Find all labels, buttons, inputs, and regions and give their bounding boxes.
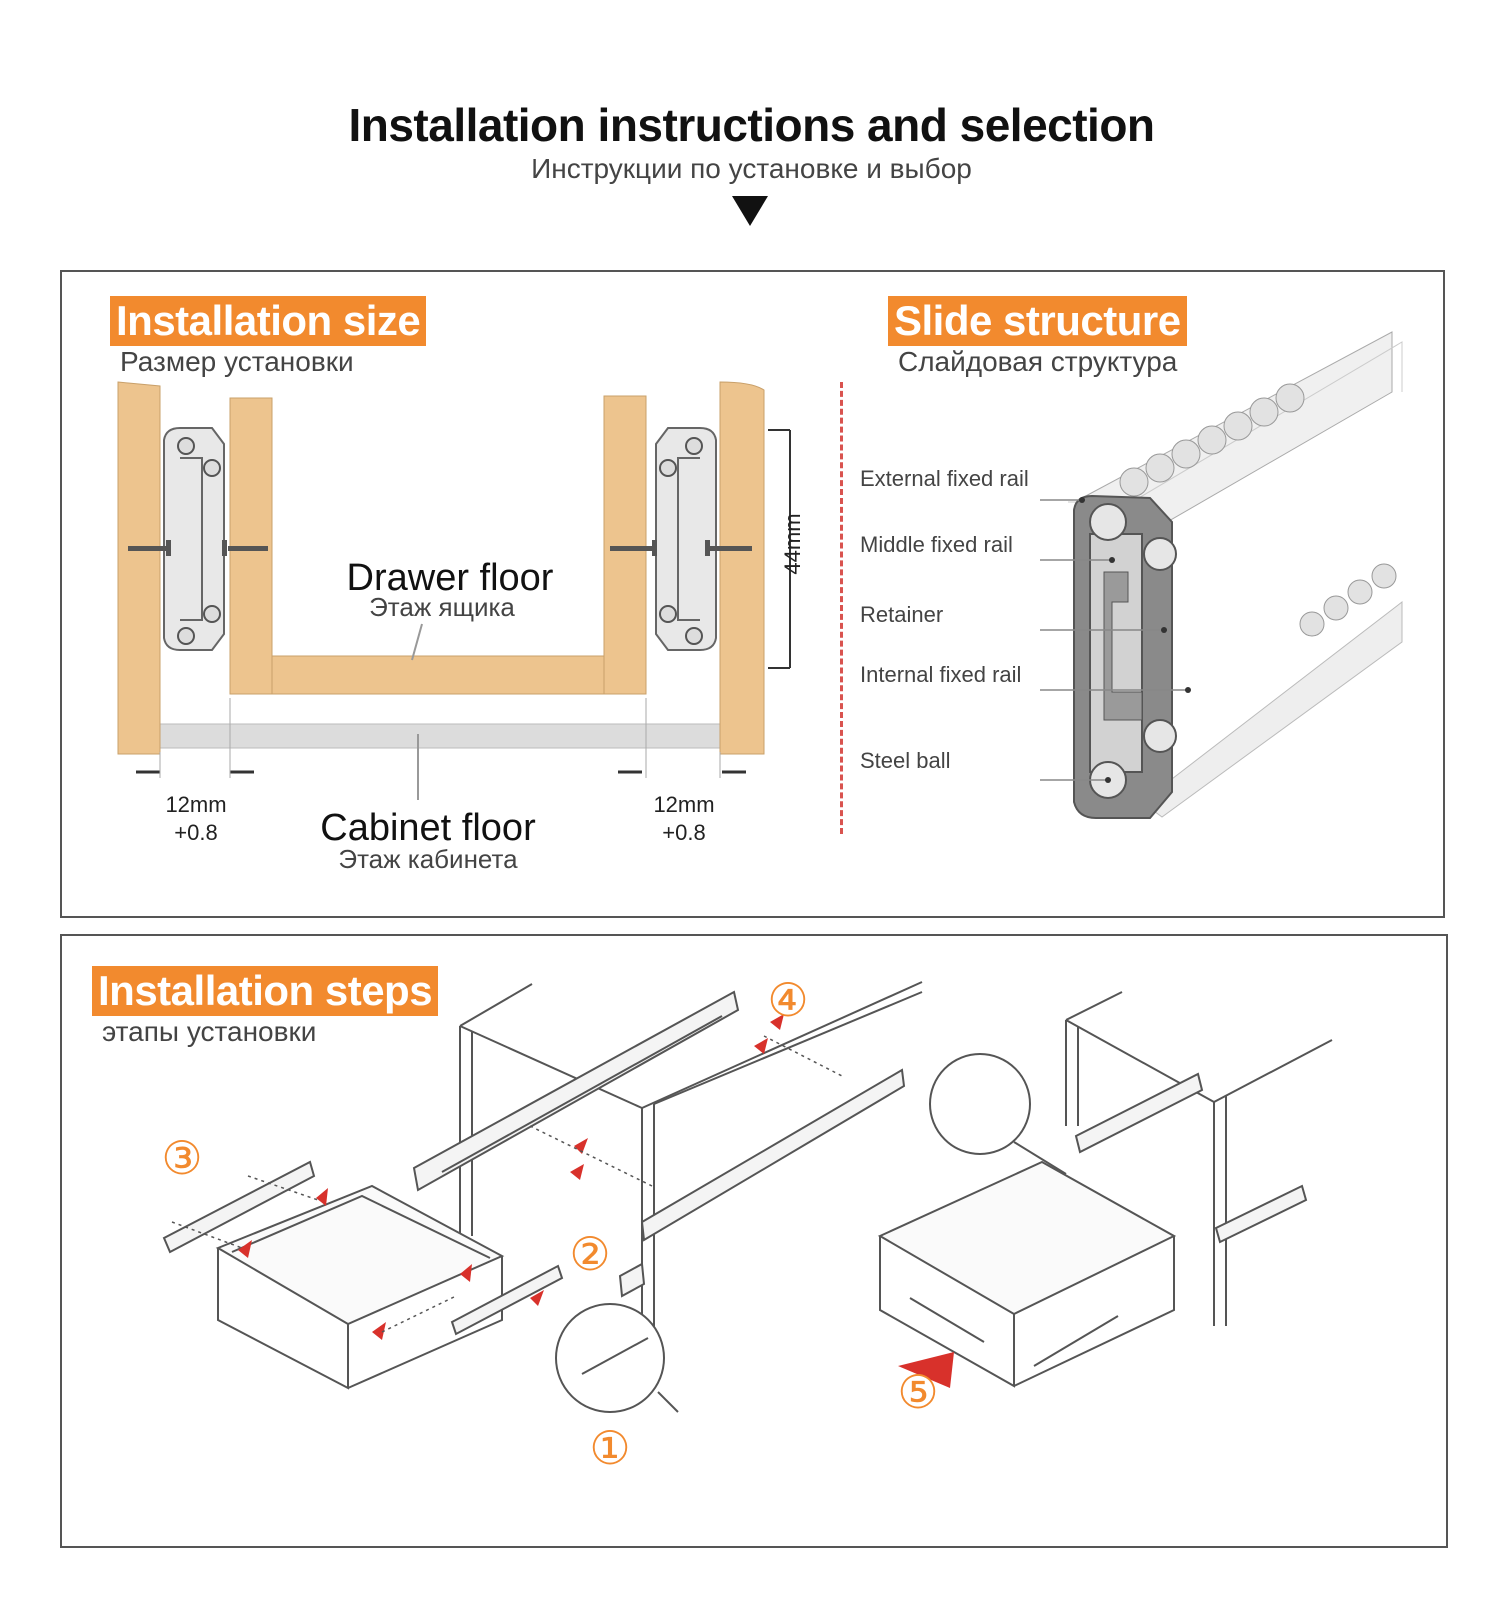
step-1-number: ① — [589, 1422, 630, 1474]
installation-size-diagram: 44mm Drawer floor Этаж ящика Cabinet flo… — [117, 381, 805, 874]
page-subtitle: Инструкции по установке и выбор — [531, 153, 972, 184]
label-middle-fixed-rail: Middle fixed rail — [860, 532, 1013, 557]
internal-rail-profile — [1103, 571, 1143, 721]
structure-leader-dots — [1079, 497, 1191, 783]
drawer-right-side — [603, 395, 647, 695]
drawer-floor-leader — [411, 623, 423, 661]
gap-right-tolerance: +0.8 — [662, 820, 705, 845]
dotted-screw-guides — [171, 1035, 843, 1333]
drawer-floor-shape — [271, 655, 605, 695]
gap-left-label: 12mm — [165, 792, 226, 817]
section-divider — [840, 382, 843, 834]
height-dimension — [768, 429, 791, 669]
slide-structure-diagram: External fixed rail Middle fixed rail Re… — [860, 331, 1403, 819]
slide-structure-title: Slide structure — [888, 296, 1187, 346]
installation-steps-title: Installation steps — [92, 966, 439, 1016]
slide-rail-upper — [412, 990, 740, 1192]
cabinet-floor-shape — [159, 723, 721, 749]
structure-leaders — [1040, 499, 1188, 781]
drawer-floor-label-ru: Этаж ящика — [369, 592, 515, 622]
installation-steps-panel: Installation steps этапы установки — [60, 934, 1448, 1548]
gap-right-label: 12mm — [653, 792, 714, 817]
steel-ball — [1143, 537, 1177, 571]
drawer-rail-step3 — [162, 1160, 316, 1254]
step-5-number: ⑤ — [897, 1366, 938, 1418]
step-3-number: ③ — [161, 1132, 202, 1184]
drawer-rail-step2 — [450, 1264, 564, 1336]
middle-rail-profile — [1089, 533, 1143, 773]
steel-ball-row — [1119, 383, 1397, 637]
red-arrow-icons — [238, 1014, 954, 1388]
cabinet-right-wall — [719, 381, 765, 755]
steel-ball — [1089, 503, 1127, 541]
height-label: 44mm — [780, 513, 805, 574]
right-slide-rail — [655, 427, 717, 651]
gap-guides — [159, 698, 721, 778]
step-2-number: ② — [569, 1228, 610, 1280]
cabinet-frame-right — [1065, 991, 1333, 1326]
installation-size-panel: Installation size Размер установки Slide… — [60, 270, 1445, 918]
cabinet-frame-left — [459, 981, 923, 1356]
slide-structure-subtitle: Слайдовая структура — [898, 346, 1178, 377]
installation-steps-diagram: ① ② ③ ④ ⑤ — [161, 974, 1333, 1474]
screw-icons — [128, 540, 752, 556]
drawer-floor-label: Drawer floor — [347, 557, 554, 599]
cabinet-floor-label: Cabinet floor — [320, 807, 536, 849]
installation-steps-subtitle: этапы установки — [102, 1016, 317, 1047]
left-slide-rail — [163, 427, 225, 651]
installation-size-subtitle: Размер установки — [120, 346, 354, 377]
detail-magnifier-step5 — [929, 1053, 1031, 1155]
gap-left-tolerance: +0.8 — [174, 820, 217, 845]
label-internal-fixed-rail: Internal fixed rail — [860, 662, 1021, 687]
installation-size-title: Installation size — [110, 296, 427, 346]
label-external-fixed-rail: External fixed rail — [860, 466, 1029, 491]
label-retainer: Retainer — [860, 602, 943, 627]
drawer-box-right — [877, 1160, 1177, 1388]
cabinet-floor-label-ru: Этаж кабинета — [338, 844, 518, 874]
page-title: Installation instructions and selection — [348, 99, 1155, 151]
steel-ball — [1143, 719, 1177, 753]
slide-rail-lower — [618, 1068, 906, 1298]
drawer-box-left — [215, 1184, 505, 1390]
down-arrow-icon — [732, 196, 768, 226]
label-steel-ball: Steel ball — [860, 748, 951, 773]
step-4-number: ④ — [767, 974, 808, 1026]
cabinet-left-wall — [117, 381, 161, 755]
